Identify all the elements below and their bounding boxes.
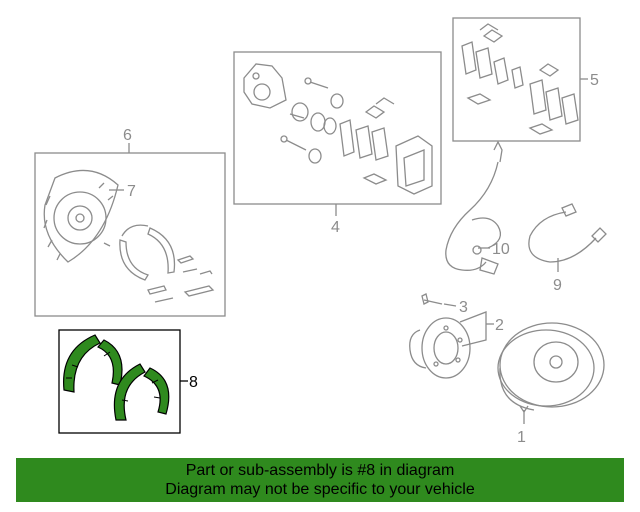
callout-3: 3 bbox=[459, 299, 468, 316]
callout-6: 6 bbox=[123, 127, 132, 144]
callout-5: 5 bbox=[590, 72, 599, 89]
caliper-illustration bbox=[243, 63, 287, 109]
pad-group-box bbox=[452, 17, 581, 142]
brake-hose-illustration bbox=[528, 203, 607, 263]
callout-1: 1 bbox=[517, 429, 526, 446]
caliper-bracket-illustration bbox=[395, 135, 433, 195]
banner-line-part: Part or sub-assembly is #8 in diagram bbox=[185, 462, 455, 479]
backing-plate-illustration bbox=[43, 169, 119, 263]
caliper-bolts-and-pins bbox=[280, 77, 344, 164]
hardware-small-parts-illustration bbox=[147, 255, 215, 303]
abs-sensor-wire-illustration bbox=[445, 140, 503, 275]
callout-10: 10 bbox=[492, 241, 510, 258]
callout-8: 8 bbox=[189, 374, 198, 391]
caliper-pads-illustration bbox=[339, 97, 395, 185]
parking-brake-shoes-highlighted bbox=[62, 334, 170, 421]
callout-9: 9 bbox=[553, 277, 562, 294]
banner-line-disclaimer: Diagram may not be specific to your vehi… bbox=[165, 481, 475, 498]
brake-pads-illustration bbox=[461, 23, 579, 135]
callout-4: 4 bbox=[331, 219, 340, 236]
brake-rotor-illustration bbox=[497, 322, 605, 411]
hub-bearing-illustration bbox=[409, 317, 471, 379]
wheel-bolt-illustration bbox=[421, 293, 443, 305]
inner-brake-shoes-illustration bbox=[119, 224, 176, 281]
info-banner: Part or sub-assembly is #8 in diagram Di… bbox=[16, 458, 624, 502]
callout-7: 7 bbox=[127, 183, 136, 200]
caliper-group-box bbox=[233, 51, 442, 205]
callout-2: 2 bbox=[495, 317, 504, 334]
caliper-piston-seals bbox=[291, 102, 337, 135]
